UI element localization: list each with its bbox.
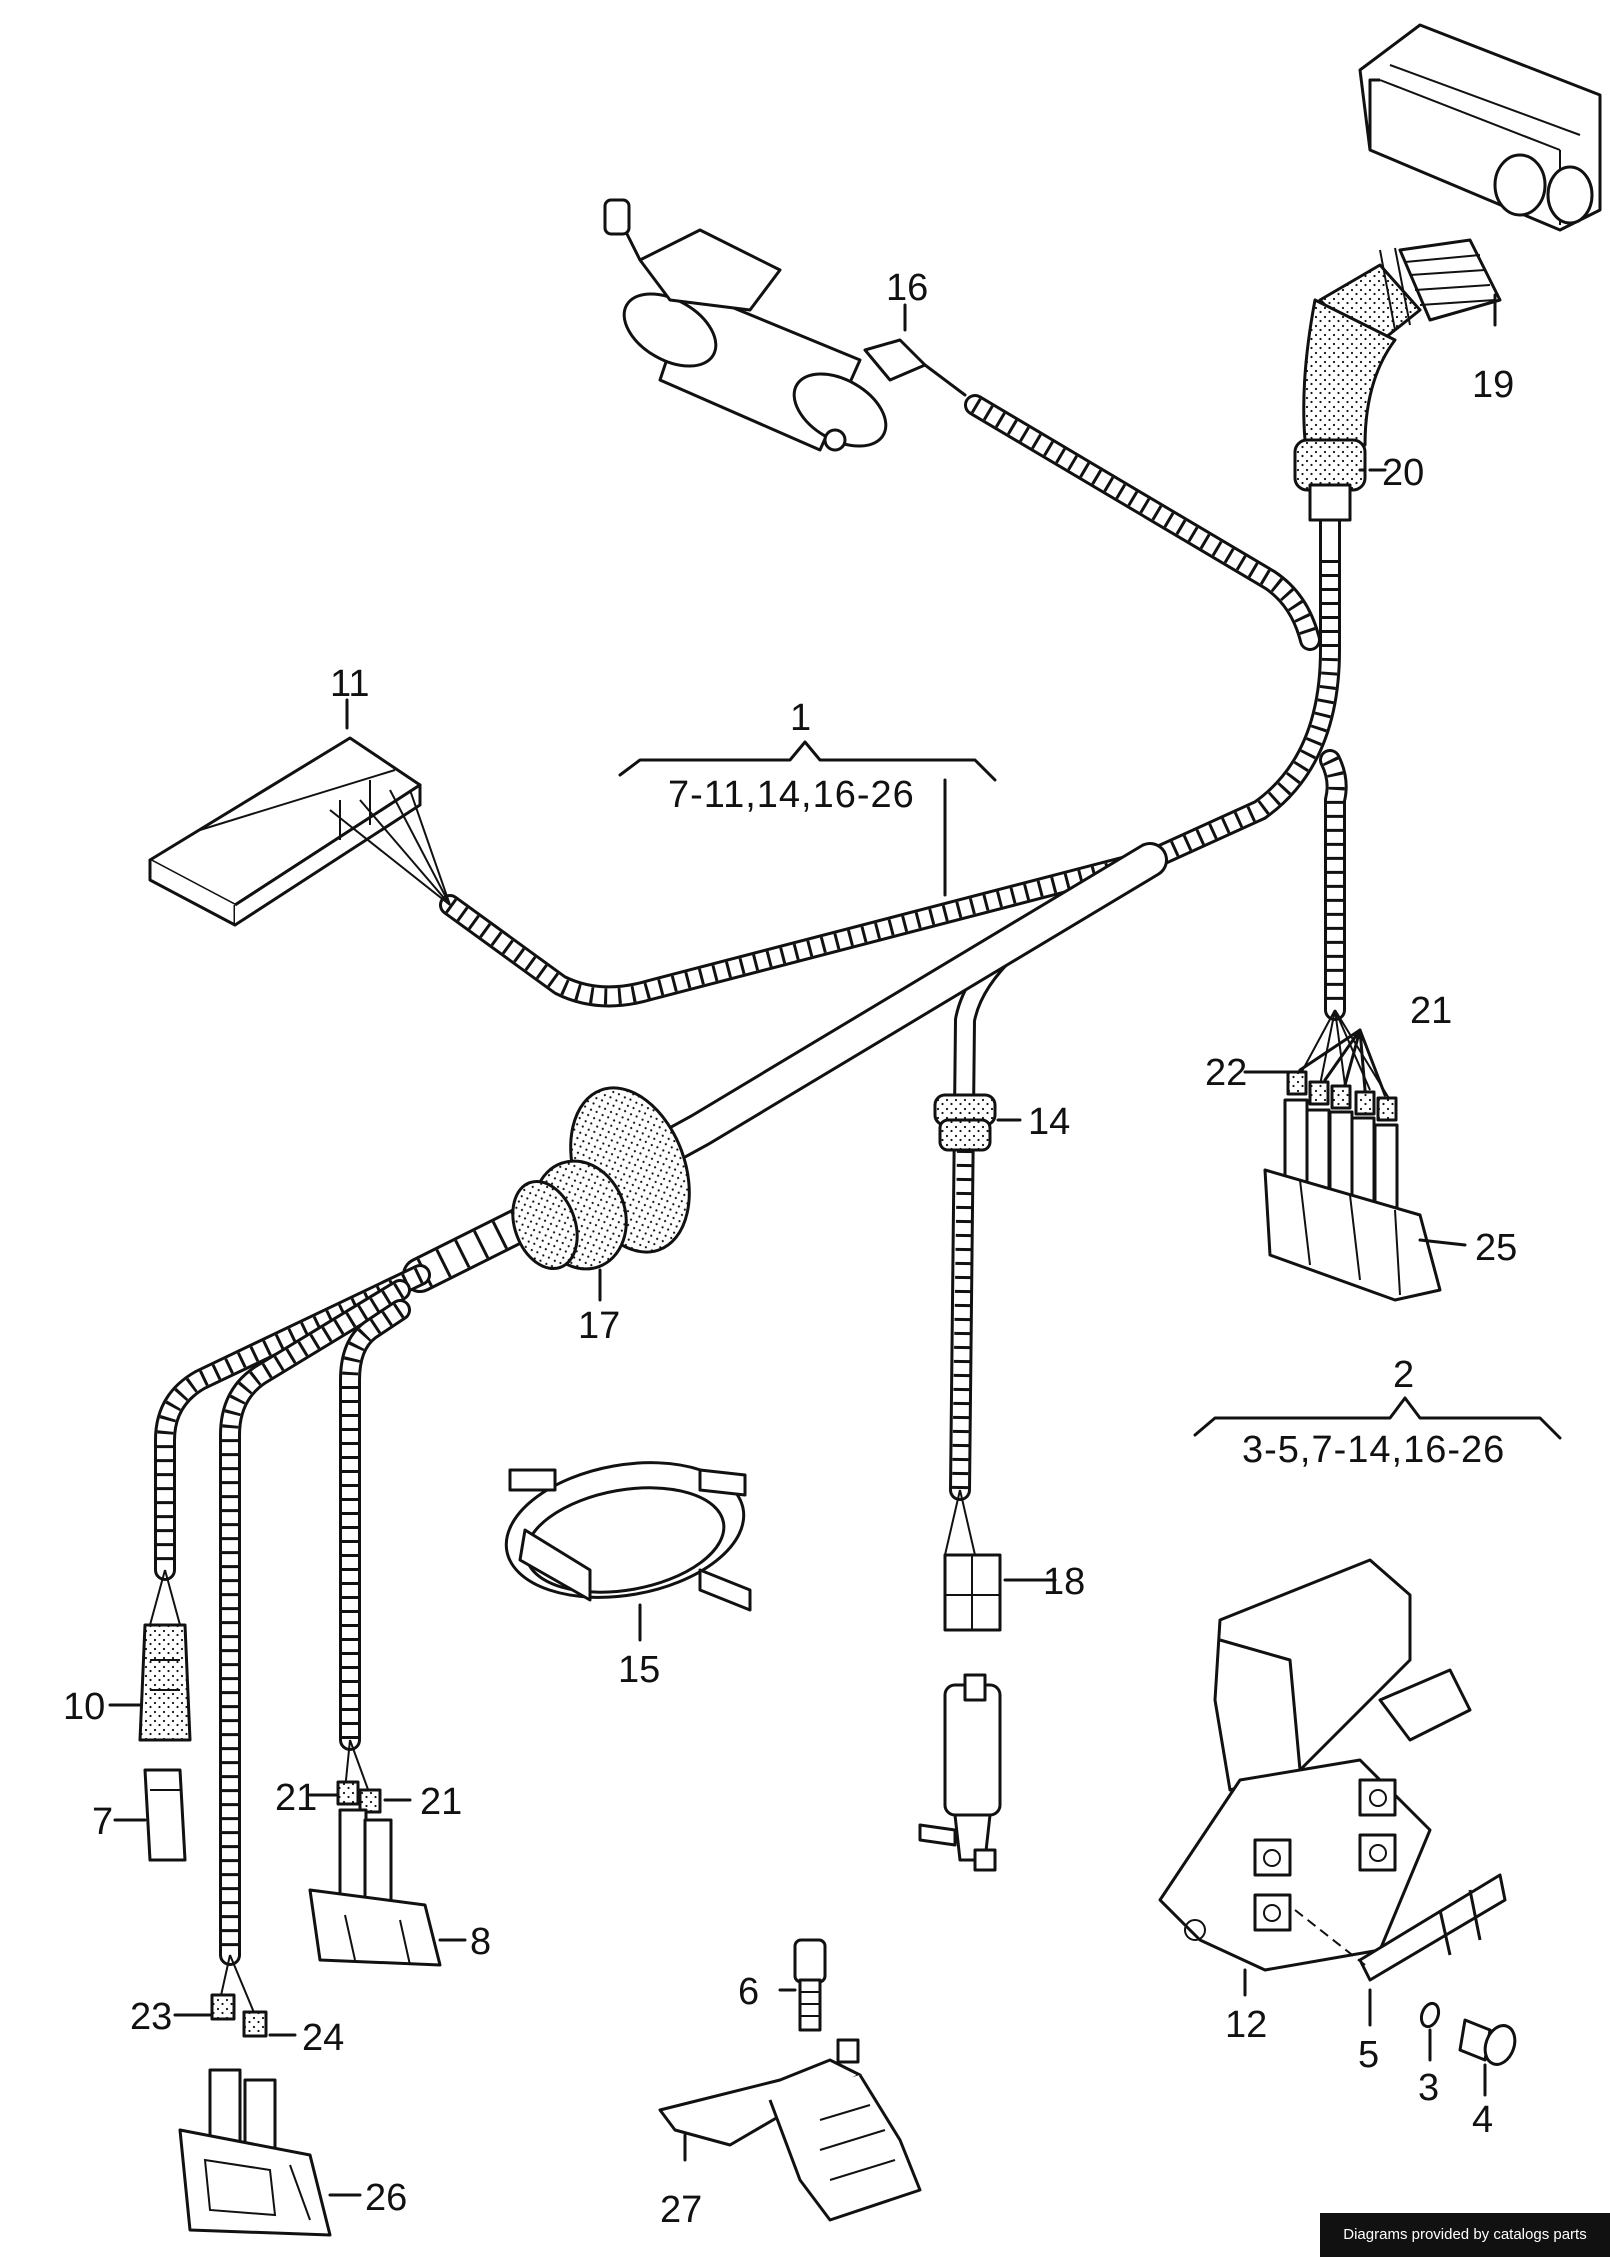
connector-25: [1263, 1009, 1442, 1302]
connector-10: [138, 1569, 192, 1742]
bracket-12: [1158, 1558, 1472, 1972]
callout-21c: 21: [420, 1781, 462, 1823]
callout-6: 6: [738, 1971, 759, 2013]
grommet-17: [511, 1086, 691, 1271]
callout-14: 14: [1028, 1101, 1070, 1143]
callout-15: 15: [618, 1649, 660, 1691]
credit-badge: Diagrams provided by catalogs parts: [1320, 2213, 1610, 2257]
connector-26: [178, 1954, 332, 2237]
bolt-4: [1458, 2018, 1517, 2066]
callout-16: 16: [886, 267, 928, 309]
callout-11: 11: [330, 663, 369, 705]
callout-8: 8: [470, 1921, 491, 1963]
callout-22: 22: [1205, 1052, 1247, 1094]
callout-21b: 21: [275, 1777, 317, 1819]
connector-18: [943, 1489, 1002, 1632]
group-2-range: 3-5,7-14,16-26: [1242, 1429, 1505, 1471]
callout-26: 26: [365, 2177, 407, 2219]
connector-8: [308, 1739, 442, 1967]
callout-27: 27: [660, 2189, 702, 2231]
callout-7: 7: [92, 1801, 113, 1843]
pump-motor: [603, 198, 888, 452]
callout-1: 1: [790, 697, 811, 739]
callout-17: 17: [578, 1305, 620, 1347]
callout-10: 10: [63, 1686, 105, 1728]
washer-3: [1419, 2001, 1441, 2029]
connector-block-11: [148, 736, 451, 927]
bolt-6: [793, 1938, 827, 2032]
group-brace-2: [1193, 1396, 1562, 1440]
grommet-14: [933, 1093, 997, 1152]
callout-4: 4: [1472, 2099, 1493, 2141]
clamp-15: [504, 1461, 752, 1612]
callout-19: 19: [1472, 364, 1514, 406]
harness-cables: [154, 394, 1348, 1966]
plug-7: [143, 1768, 187, 1862]
callout-20: 20: [1382, 452, 1424, 494]
callout-18: 18: [1043, 1561, 1085, 1603]
washer-pump: [918, 1673, 1002, 1872]
group-1-range: 7-11,14,16-26: [668, 774, 915, 816]
callout-25: 25: [1475, 1227, 1517, 1269]
grommet-20: [1293, 298, 1397, 522]
group-brace-1: [618, 740, 997, 782]
callout-5: 5: [1358, 2034, 1379, 2076]
callout-21a: 21: [1410, 990, 1452, 1032]
plug-16: [863, 338, 967, 397]
callout-23: 23: [130, 1996, 172, 2038]
leader-lines: [108, 293, 1497, 2197]
callout-12: 12: [1225, 2004, 1267, 2046]
bracket-27: [658, 2038, 922, 2222]
control-unit-plug: [1358, 23, 1602, 232]
callout-3: 3: [1418, 2067, 1439, 2109]
bracket-5: [1294, 1873, 1507, 1982]
callout-2: 2: [1393, 1354, 1414, 1396]
plug-19: [1318, 238, 1502, 352]
callout-labels: 1 7-11,14,16-26 2 3-5,7-14,16-26 11 16 1…: [63, 267, 1517, 2231]
callout-24: 24: [302, 2017, 344, 2059]
